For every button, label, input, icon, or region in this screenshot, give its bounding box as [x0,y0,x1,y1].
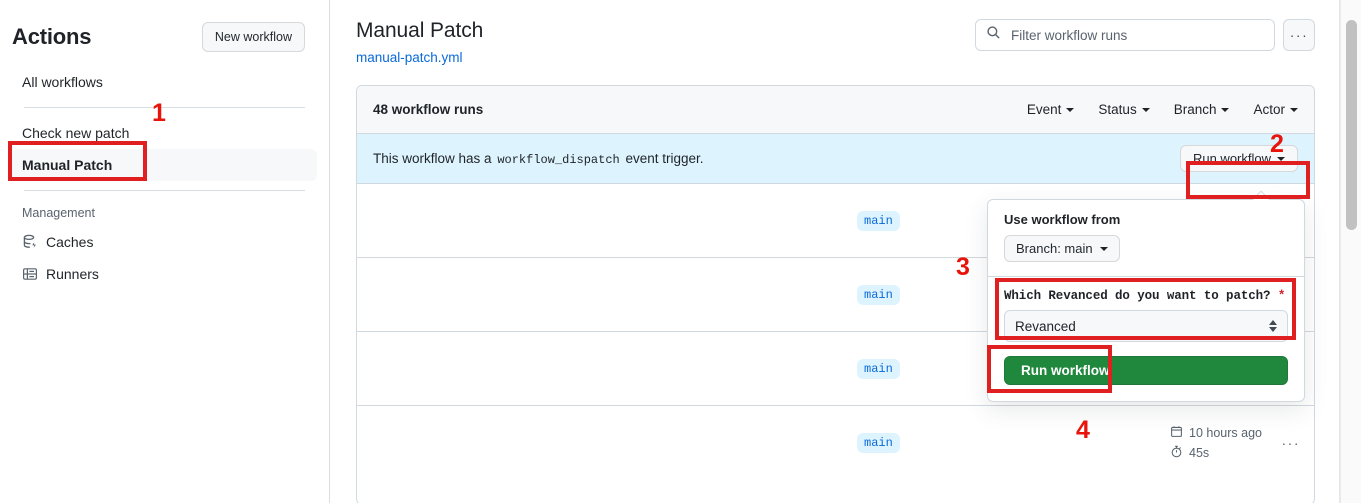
annotation-number-3: 3 [956,253,970,281]
branch-badge[interactable]: main [857,210,900,231]
table-row[interactable]: main 10 hours ago [357,406,1314,480]
annotation-number-2: 2 [1270,130,1284,158]
chevron-down-icon [1277,156,1285,161]
stopwatch-icon [1170,445,1183,461]
sidebar-item-label: Caches [46,234,94,250]
runs-panel-header: 48 workflow runs Event Status Branch [357,86,1314,134]
use-workflow-from-section: Use workflow from Branch: main [988,200,1304,262]
dispatch-event-code: workflow_dispatch [497,152,620,167]
page-scrollbar-thumb[interactable] [1346,20,1357,230]
filter-label: Event [1026,102,1062,117]
input-field-label: Which Revanced do you want to patch? * [1004,289,1288,303]
run-meta: 10 hours ago 45s [1170,425,1262,461]
cache-icon [22,234,38,250]
revanced-select[interactable]: Revanced [1004,310,1288,342]
run-timestamp: 10 hours ago [1170,425,1262,441]
filter-event[interactable]: Event [1027,102,1075,117]
filter-actor[interactable]: Actor [1253,102,1298,117]
sidebar-item-label: Runners [46,266,99,282]
sidebar-item-label: Manual Patch [22,157,113,173]
page-title: Actions [12,24,92,49]
inner-scroll-divider [1339,0,1340,503]
duration-text: 45s [1189,446,1210,460]
row-more-options-button[interactable]: ··· [1281,435,1300,451]
workflow-nav-list: All workflows Check new patch Manual Pat… [0,66,329,290]
filter-label: Actor [1253,102,1285,117]
sidebar-header: Actions New workflow [0,0,329,66]
new-workflow-button[interactable]: New workflow [201,22,305,52]
sidebar-item-label: All workflows [22,74,103,90]
more-options-button[interactable]: ··· [1283,19,1315,51]
run-workflow-submit-button[interactable]: Run workflow [1004,356,1288,385]
actions-sidebar: Actions New workflow All workflows Check… [0,0,330,503]
popover-submit-block: Run workflow [988,342,1304,401]
sidebar-item-all-workflows[interactable]: All workflows [12,66,317,98]
sidebar-item-label: Check new patch [22,125,130,141]
filter-status[interactable]: Status [1098,102,1150,117]
sidebar-item-runners[interactable]: Runners [12,258,317,290]
run-workflow-dropdown-button[interactable]: Run workflow [1179,145,1298,172]
calendar-icon [1170,425,1183,441]
required-asterisk: * [1277,289,1286,303]
search-icon [986,25,1001,45]
table-row[interactable]: main [357,184,1314,258]
chevron-down-icon [1099,246,1108,251]
input-label-text: Which Revanced do you want to patch? [1004,289,1271,303]
sidebar-item-check-new-patch[interactable]: Check new patch [12,117,317,149]
dispatch-message: This workflow has a workflow_dispatch ev… [373,151,704,167]
chevron-down-icon [1066,107,1075,112]
page-scrollbar-track[interactable] [1340,0,1361,503]
main-content: Manual Patch manual-patch.yml ··· [331,0,1340,503]
sidebar-item-caches[interactable]: Caches [12,226,317,258]
dispatch-suffix: event trigger. [625,150,704,166]
workflow-title: Manual Patch [356,19,484,42]
search-input[interactable] [1009,26,1264,44]
filter-label: Status [1098,102,1137,117]
branch-badge[interactable]: main [857,284,900,305]
run-workflow-popover: Use workflow from Branch: main Which Rev… [987,190,1305,402]
run-duration: 45s [1170,445,1262,461]
filter-label: Branch [1173,102,1217,117]
workflow-runs-count: 48 workflow runs [373,102,484,117]
main-header: Manual Patch manual-patch.yml ··· [331,0,1340,65]
branch-badge[interactable]: main [857,358,900,379]
chevron-down-icon [1290,107,1298,112]
sidebar-item-manual-patch[interactable]: Manual Patch [8,149,317,181]
timestamp-text: 10 hours ago [1189,426,1262,440]
select-value: Revanced [1015,318,1076,334]
runs-filters: Event Status Branch Actor [1027,102,1298,117]
use-workflow-from-label: Use workflow from [1004,212,1121,227]
annotation-number-1: 1 [152,99,166,127]
table-row[interactable]: main [357,258,1314,332]
workflow-input-field: Which Revanced do you want to patch? * R… [988,277,1304,342]
workflow-title-block: Manual Patch manual-patch.yml [356,16,483,65]
branch-select-label: Branch: main [1016,241,1093,256]
chevron-down-icon [1141,107,1150,112]
branch-select-button[interactable]: Branch: main [1004,235,1120,262]
search-box[interactable] [975,19,1275,51]
header-actions: ··· [975,19,1315,51]
kebab-icon: ··· [1289,27,1309,43]
chevron-down-icon [1221,107,1230,112]
nav-divider-2 [24,190,305,191]
annotation-number-4: 4 [1076,416,1090,444]
select-stepper-icon [1269,320,1277,332]
workflow-file-link[interactable]: manual-patch.yml [356,50,463,65]
sidebar-section-management: Management [22,206,95,220]
popover-divider [988,276,1304,277]
branch-badge[interactable]: main [857,433,900,453]
workflow-dispatch-bar: This workflow has a workflow_dispatch ev… [357,134,1314,184]
dispatch-prefix: This workflow has a [373,150,492,166]
server-icon [22,266,38,282]
filter-branch[interactable]: Branch [1174,102,1230,117]
nav-divider-1 [24,107,305,108]
run-workflow-label: Run workflow [1192,151,1271,166]
